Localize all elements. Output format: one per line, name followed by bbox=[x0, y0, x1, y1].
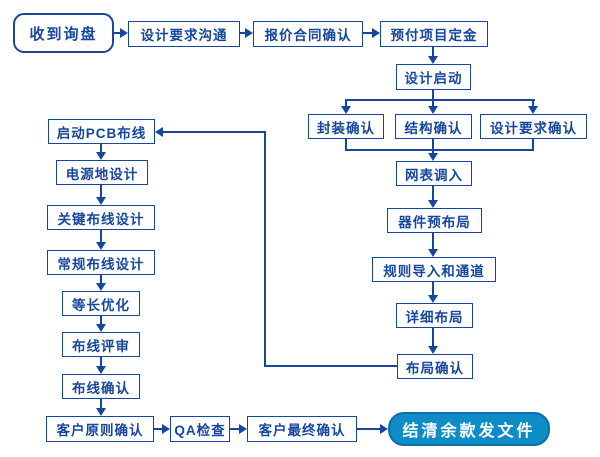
node-detailed-placement: 详细布局 bbox=[396, 303, 473, 328]
node-footprint-confirmation: 封装确认 bbox=[308, 114, 384, 139]
connector-pcbrouting-to-powerground bbox=[100, 144, 102, 153]
connector-merge-center bbox=[432, 139, 434, 154]
arrowhead-detailed-to-placementconfirm bbox=[428, 346, 438, 354]
arrowhead-feedback-to-pcbrouting bbox=[155, 127, 163, 137]
connector-split-bar bbox=[345, 99, 535, 101]
node-power-ground-design: 电源地设计 bbox=[56, 160, 148, 185]
arrowhead-routingconfirm-to-principle bbox=[96, 408, 106, 416]
arrowhead-merge-to-netlist bbox=[428, 153, 438, 161]
connector-preplacement-to-rules bbox=[432, 233, 434, 250]
node-customer-principle-confirmation: 客户原则确认 bbox=[46, 416, 154, 442]
arrowhead-deposit-to-kickoff bbox=[428, 56, 438, 64]
arrowhead-netlist-to-preplacement bbox=[428, 200, 438, 208]
node-routing-confirmation: 布线确认 bbox=[62, 374, 140, 399]
node-design-requirements-confirmation: 设计要求确认 bbox=[480, 114, 587, 139]
connector-comm-to-quote bbox=[240, 32, 246, 34]
connector-kickoff-stem bbox=[432, 90, 434, 101]
connector-critical-to-general bbox=[100, 230, 102, 243]
node-netlist-import: 网表调入 bbox=[396, 161, 472, 186]
node-general-routing-design: 常规布线设计 bbox=[47, 250, 155, 275]
connector-feedback-bottom bbox=[264, 365, 397, 367]
arrowhead-quote-to-deposit bbox=[372, 28, 380, 38]
connector-routingconfirm-to-principle bbox=[100, 399, 102, 409]
node-qa-check: QA检查 bbox=[170, 416, 230, 442]
connector-finalconfirm-to-settle bbox=[357, 428, 381, 430]
arrowhead-critical-to-general bbox=[96, 242, 106, 250]
connector-deposit-to-kickoff bbox=[432, 47, 434, 57]
arrowhead-qa-to-finalconfirm bbox=[239, 424, 247, 434]
node-length-matching-optimization: 等长优化 bbox=[62, 291, 140, 316]
node-component-pre-placement: 器件预布局 bbox=[387, 208, 482, 233]
connector-rules-to-detailed bbox=[432, 282, 434, 296]
node-placement-confirmation: 布局确认 bbox=[397, 354, 473, 379]
arrowhead-pcbrouting-to-powerground bbox=[96, 152, 106, 160]
node-rules-import-and-channels: 规则导入和通道 bbox=[372, 257, 496, 282]
node-received-inquiry: 收到询盘 bbox=[13, 13, 114, 53]
connector-split-footprint bbox=[345, 100, 347, 107]
arrowhead-general-to-lengthmatch bbox=[96, 283, 106, 291]
arrowhead-preplacement-to-rules bbox=[428, 249, 438, 257]
connector-detailed-to-placementconfirm bbox=[432, 328, 434, 347]
arrowhead-split-structure bbox=[428, 106, 438, 114]
node-structure-confirmation: 结构确认 bbox=[395, 114, 472, 139]
connector-lengthmatch-to-review bbox=[100, 316, 102, 325]
connector-feedback-vertical bbox=[264, 131, 266, 367]
node-design-requirements-communication: 设计要求沟通 bbox=[128, 21, 240, 47]
arrowhead-review-to-routingconfirm bbox=[96, 366, 106, 374]
arrowhead-rules-to-detailed bbox=[428, 295, 438, 303]
connector-inquiry-to-comm bbox=[114, 32, 121, 34]
connector-merge-bar bbox=[345, 149, 534, 151]
node-design-kickoff: 设计启动 bbox=[396, 64, 471, 90]
connector-merge-requirements bbox=[532, 139, 534, 151]
node-start-pcb-routing: 启动PCB布线 bbox=[48, 119, 155, 144]
connector-netlist-to-preplacement bbox=[432, 186, 434, 201]
arrowhead-split-requirements bbox=[528, 106, 538, 114]
connector-split-requirements bbox=[532, 100, 534, 107]
node-quotation-contract-confirmation: 报价合同确认 bbox=[253, 21, 363, 47]
connector-principle-to-qa bbox=[154, 428, 163, 430]
connector-split-structure bbox=[432, 100, 434, 107]
connector-quote-to-deposit bbox=[363, 32, 373, 34]
arrowhead-comm-to-quote bbox=[245, 28, 253, 38]
node-customer-final-confirmation: 客户最终确认 bbox=[247, 416, 357, 442]
node-prepay-project-deposit: 预付项目定金 bbox=[380, 21, 488, 47]
node-routing-review: 布线评审 bbox=[62, 332, 140, 357]
connector-merge-footprint bbox=[345, 139, 347, 151]
arrowhead-principle-to-qa bbox=[162, 424, 170, 434]
connector-feedback-top bbox=[163, 131, 266, 133]
arrowhead-finalconfirm-to-settle bbox=[380, 424, 388, 434]
node-critical-routing-design: 关键布线设计 bbox=[47, 205, 155, 230]
arrowhead-powerground-to-critical bbox=[96, 197, 106, 205]
connector-review-to-routingconfirm bbox=[100, 357, 102, 367]
connector-general-to-lengthmatch bbox=[100, 275, 102, 284]
connector-powerground-to-critical bbox=[100, 185, 102, 198]
arrowhead-inquiry-to-comm bbox=[120, 28, 128, 38]
arrowhead-lengthmatch-to-review bbox=[96, 324, 106, 332]
connector-qa-to-finalconfirm bbox=[230, 428, 240, 430]
node-settle-balance-deliver-files: 结清余款发文件 bbox=[388, 412, 550, 446]
arrowhead-split-footprint bbox=[341, 106, 351, 114]
